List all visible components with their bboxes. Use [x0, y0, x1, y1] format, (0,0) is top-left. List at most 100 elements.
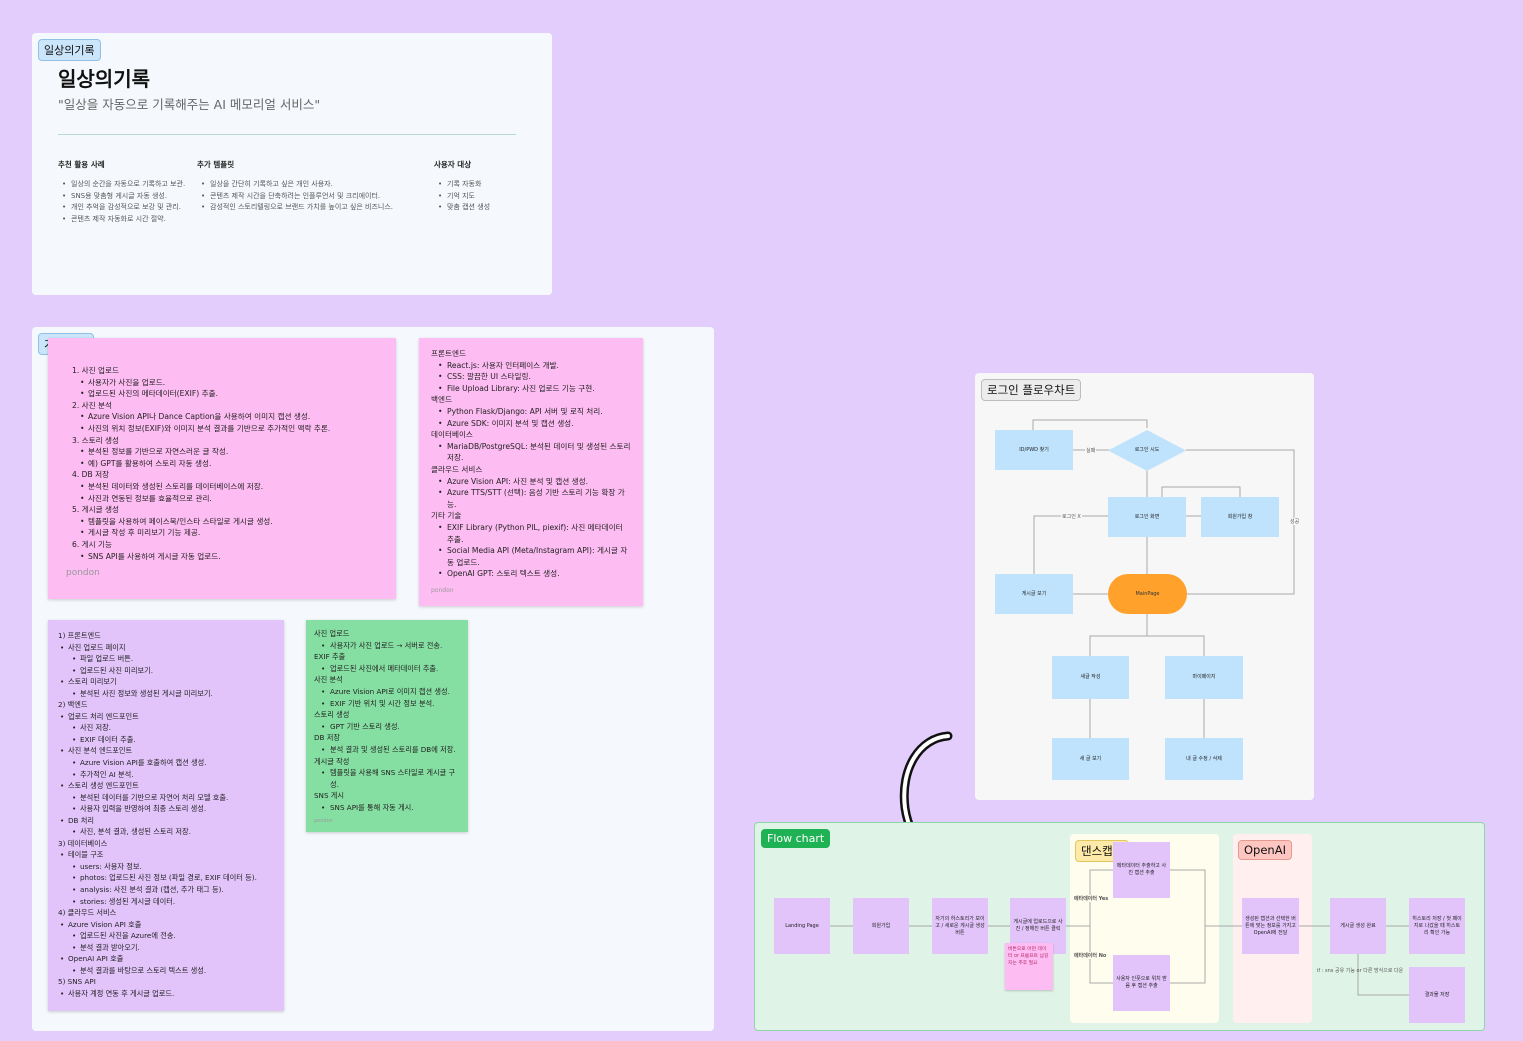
bullet: • — [72, 861, 77, 871]
group-heading: 백엔드 — [431, 395, 452, 405]
section-subitem: •업로드된 사진 미리보기. — [58, 665, 272, 677]
bullet: • — [72, 873, 77, 883]
intro-column-templates: 추가 템플릿 일상을 간단히 기록하고 싶은 개인 사용자. 콘텐츠 제작 시간… — [197, 159, 427, 214]
node-my-post-edit[interactable]: 내 글 수정 / 삭제 — [1165, 738, 1243, 780]
section-item: •사진 분석 엔드포인트 — [58, 745, 272, 757]
section-subitem: •photos: 업로드된 사진 정보 (파일 경로, EXIF 데이터 등). — [58, 872, 272, 884]
group-item: 템플릿을 사용해 SNS 스타일로 게시글 구성. — [314, 767, 456, 790]
intro-divider — [58, 134, 516, 135]
page-title: 일상의기록 — [58, 67, 150, 91]
flow-node-meta-yes[interactable]: 메타데이터 추출하고 사진 캡션 추출 — [1113, 842, 1170, 898]
line-text: 테이블 구조 — [68, 850, 104, 860]
intro-column-audience: 사용자 대상 기록 자동화 기억 지도 맞춤 캡션 생성 — [434, 159, 534, 214]
bullet: • — [72, 804, 77, 814]
list-item: 콘텐츠 제작 시간을 단축하려는 인플루언서 및 크리에이터. — [200, 191, 427, 203]
openai-tag[interactable]: OpenAI — [1238, 840, 1292, 860]
feature-sub: 사진의 위치 정보(EXIF)와 이미지 분석 결과를 기반으로 추가적인 맥락… — [66, 423, 384, 435]
node-my-page[interactable]: 마이페이지 — [1165, 656, 1243, 699]
line-text: OpenAI API 호출 — [68, 954, 124, 964]
section-subitem: •분석 결과 받아오기. — [58, 942, 272, 954]
connector — [1033, 515, 1108, 574]
connector — [1147, 635, 1205, 656]
flow-node-meta-no[interactable]: 사용자 인풋으로 위치 받음 후 캡션 추출 — [1113, 955, 1170, 1011]
section-heading: 3) 데이터베이스 — [58, 838, 108, 848]
feature-sub: 게시글 작성 후 미리보기 기능 제공. — [66, 527, 384, 539]
flow-node-signup[interactable]: 회원가입 — [853, 898, 909, 954]
sticky-author: pondon — [66, 568, 100, 579]
group-heading: 스토리 생성 — [314, 710, 350, 720]
edge-label-fail: 실패 — [1085, 447, 1097, 454]
bullet: • — [72, 885, 77, 895]
node-post-view[interactable]: 새 글 보기 — [1052, 738, 1129, 780]
section-heading: 4) 클라우드 서비스 — [58, 908, 117, 918]
bullet: • — [60, 781, 65, 791]
node-find-idpw[interactable]: ID/PWD 찾기 — [995, 430, 1073, 470]
bullet: • — [60, 954, 65, 964]
line-text: EXIF 데이터 추출. — [80, 734, 136, 744]
node-main-page[interactable]: MainPage — [1108, 574, 1187, 614]
list-item: 콘텐츠 제작 자동화로 시간 절약. — [61, 214, 198, 226]
bullet: • — [72, 665, 77, 675]
node-new-post[interactable]: 새글 작성 — [1052, 656, 1129, 699]
column-heading: 추천 활용 사례 — [58, 160, 105, 169]
group-item: CSS: 깔끔한 UI 스타일링. — [431, 371, 631, 383]
list-item: 맞춤 캡션 생성 — [437, 202, 534, 214]
flow-node-history-new[interactable]: 자기의 하스토리가 보이고 / 새로운 게시글 생성 버튼 — [932, 898, 988, 954]
diamond-shape — [1108, 430, 1186, 471]
list-item: 기록 자동화 — [437, 179, 534, 191]
section-item: •스토리 생성 엔드포인트 — [58, 780, 272, 792]
feature-sub: Azure Vision API나 Dance Caption을 사용하여 이미… — [66, 411, 384, 423]
feature-sub: 사진과 연동된 정보를 효율적으로 관리. — [66, 493, 384, 505]
group-heading: EXIF 추출 — [314, 652, 346, 662]
intro-frame: 일상의기록 일상의기록 "일상을 자동으로 기록해주는 AI 메모리얼 서비스"… — [32, 33, 552, 295]
section-subitem: •analysis: 사진 분석 결과 (캡션, 추가 태그 등). — [58, 884, 272, 896]
bullet: • — [60, 677, 65, 687]
bullet: • — [60, 988, 65, 998]
flow-node-landing[interactable]: Landing Page — [774, 898, 830, 954]
section-heading: 1) 프론트엔드 — [58, 631, 101, 640]
flow-node-share[interactable]: 결과물 저장 — [1409, 967, 1465, 1023]
flow-node-openai[interactable]: 생성된 캡션과 선택한 버튼에 맞는 정보를 가지고 OpenAI에 전달 — [1242, 898, 1299, 954]
column-heading: 추가 템플릿 — [197, 160, 235, 169]
flow-node-history-save[interactable]: 히스토리 저장 / 첫 페이지로 나갔을 때 히스토리 확인 가능 — [1409, 898, 1465, 954]
node-login-screen[interactable]: 로그인 화면 — [1108, 497, 1186, 537]
feature-item: 2. 사진 분석 — [72, 400, 113, 410]
edge-label-success: 성공 — [1289, 518, 1301, 525]
node-signup-screen[interactable]: 회원가입 창 — [1201, 497, 1279, 537]
node-board-view[interactable]: 게시글 보기 — [995, 574, 1073, 614]
group-item: 업로드된 사진에서 메타데이터 추출. — [314, 663, 456, 675]
section-subitem: •Azure Vision API를 호출하여 캡션 생성. — [58, 757, 272, 769]
feature-sub: 분석된 데이터와 생성된 스토리를 데이터베이스에 저장. — [66, 481, 384, 493]
edge-label-meta-yes: 메타데이터 Yes — [1073, 895, 1110, 902]
section-subitem: •사용자 입력을 반영하여 최종 스토리 생성. — [58, 803, 272, 815]
node-login-decision[interactable]: 로그인 시도 — [1108, 430, 1186, 471]
flow-node-post-done[interactable]: 게시글 생성 완료 — [1330, 898, 1386, 954]
flow-sticky-note[interactable]: 버튼으로 어떤 데이터 or 프롬프트 넘길지는 추후 필요 — [1005, 943, 1053, 990]
line-text: 업로드 처리 엔드포인트 — [68, 711, 139, 721]
group-item: Social Media API (Meta/Instagram API): 게… — [431, 545, 631, 568]
feature-item: 3. 스토리 생성 — [72, 435, 120, 445]
group-item: SNS API를 통해 자동 게시. — [314, 802, 456, 814]
feature-sub: 예) GPT를 활용하여 스토리 자동 생성. — [66, 458, 384, 470]
edge-label-meta-no: 메타데이터 No — [1073, 952, 1108, 959]
sticky-note-architecture[interactable]: 1) 프론트엔드•사진 업로드 페이지•파일 업로드 버튼.•업로드된 사진 미… — [48, 620, 284, 1011]
group-item: Python Flask/Django: API 서버 및 로직 처리. — [431, 406, 631, 418]
sticky-note-features[interactable]: 1. 사진 업로드 사용자가 사진을 업로드. 업로드된 사진의 메타데이터(E… — [48, 338, 396, 599]
login-flowchart-tag[interactable]: 로그인 플로우차트 — [981, 379, 1082, 401]
bullet: • — [60, 815, 65, 825]
sticky-note-tech-stack[interactable]: 프론트엔드 React.js: 사용자 인터페이스 개발. CSS: 깔끔한 U… — [419, 338, 643, 606]
flow-chart-tag[interactable]: Flow chart — [761, 829, 831, 848]
list-item: 감성적인 스토리텔링으로 브랜드 가치를 높이고 싶은 비즈니스. — [200, 202, 427, 214]
line-text: stories: 생성된 게시글 데이터. — [80, 896, 176, 906]
flow-if-note: if : sns 공유 기능 or 다른 방식으로 다운 — [1317, 968, 1404, 974]
group-heading: 사진 분석 — [314, 675, 343, 685]
section-subitem: •분석 결과를 바탕으로 스토리 텍스트 생성. — [58, 965, 272, 977]
sticky-note-process[interactable]: 사진 업로드 사용자가 사진 업로드 → 서버로 전송. EXIF 추출 업로드… — [306, 620, 468, 832]
feature-sub: SNS API를 사용하여 게시글 자동 업로드. — [66, 551, 384, 563]
section-subitem: •사진, 분석 결과, 생성된 스토리 저장. — [58, 826, 272, 838]
intro-tag[interactable]: 일상의기록 — [38, 39, 101, 61]
bullet: • — [72, 688, 77, 698]
group-item: EXIF 기반 위치 및 시간 정보 분석. — [314, 698, 456, 710]
section-subitem: •분석된 데이터를 기반으로 자연어 처리 모델 호출. — [58, 792, 272, 804]
list-item: SNS용 맞춤형 게시글 자동 생성. — [61, 191, 198, 203]
